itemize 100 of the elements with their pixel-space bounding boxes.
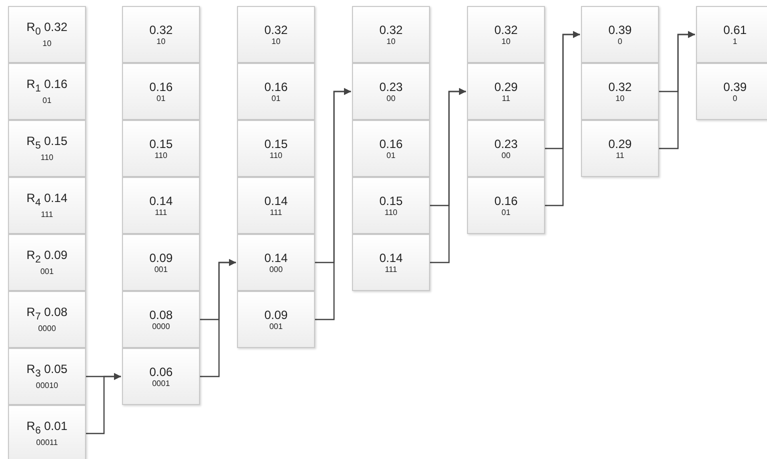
probability-cell [352, 63, 430, 120]
probability-cell [352, 120, 430, 177]
code-label: 110 [154, 150, 168, 160]
probability-cell [8, 63, 86, 120]
code-label: 0000 [152, 322, 170, 332]
code-label: 10 [272, 36, 280, 46]
probability-cell [122, 177, 200, 234]
probability-label: R$_{2}$ 0.09 [26, 248, 68, 268]
code-label: 110 [40, 153, 54, 164]
probability-label: 0.32 [379, 22, 403, 36]
probability-cell [122, 63, 200, 120]
code-label: 111 [40, 210, 54, 220]
code-label: 001 [40, 267, 54, 278]
probability-cell [122, 120, 200, 177]
probability-cell [696, 63, 767, 120]
code-label: 000 [269, 264, 283, 274]
probability-label: 0.61 [723, 22, 747, 36]
merge-arrow [200, 259, 236, 378]
code-label: 01 [386, 150, 396, 160]
code-label: 0001 [152, 378, 170, 388]
merge-arrow [430, 88, 466, 264]
probability-label: 0.15 [264, 136, 288, 150]
probability-cell [352, 6, 430, 63]
code-label: 1 [732, 36, 738, 46]
probability-label: 0.14 [264, 250, 288, 264]
probability-label: R$_{6}$ 0.01 [26, 418, 68, 438]
probability-label: 0.32 [264, 22, 288, 36]
probability-label: R$_{3}$ 0.05 [26, 362, 68, 382]
probability-cell [122, 234, 200, 291]
code-label: 001 [269, 322, 283, 332]
probability-label: 0.09 [264, 308, 288, 322]
code-label: 01 [42, 96, 52, 106]
probability-cell [352, 234, 430, 291]
probability-label: R$_{4}$ 0.14 [26, 190, 68, 210]
probability-cell [8, 405, 86, 459]
merge-arrow [315, 88, 351, 320]
probability-label: 0.29 [608, 136, 632, 150]
code-label: 001 [154, 264, 168, 274]
code-label: 00 [502, 150, 510, 160]
code-label: 00010 [36, 381, 58, 392]
probability-cell [122, 6, 200, 63]
probability-cell [122, 291, 200, 348]
probability-label: 0.39 [723, 80, 747, 94]
probability-cell [8, 6, 86, 63]
code-label: 01 [272, 94, 280, 104]
merge-arrow [86, 373, 121, 434]
probability-label: R$_{5}$ 0.15 [26, 134, 68, 154]
probability-cell [122, 348, 200, 405]
probability-label: 0.16 [379, 136, 403, 150]
probability-cell [467, 177, 545, 234]
code-label: 10 [616, 94, 624, 104]
merge-arrow [545, 31, 580, 206]
code-label: 0 [618, 36, 622, 46]
probability-label: 0.06 [149, 364, 173, 378]
probability-cell [581, 63, 659, 120]
probability-label: 0.32 [608, 80, 632, 94]
probability-cell [581, 6, 659, 63]
code-label: 11 [502, 94, 510, 104]
code-label: 110 [270, 150, 282, 160]
probability-cell [237, 120, 315, 177]
probability-cell [237, 63, 315, 120]
code-label: 111 [270, 208, 282, 218]
probability-cell [237, 291, 315, 348]
probability-cell [581, 120, 659, 177]
probability-label: 0.16 [149, 80, 173, 94]
probability-cell [696, 6, 767, 63]
probability-cell [8, 120, 86, 177]
probability-label: R$_{1}$ 0.16 [26, 76, 68, 96]
probability-label: 0.32 [494, 22, 518, 36]
probability-cell [8, 348, 86, 405]
probability-label: 0.16 [494, 194, 518, 208]
probability-cell [8, 177, 86, 234]
probability-cell [352, 177, 430, 234]
code-label: 111 [154, 208, 168, 218]
merge-arrow [659, 31, 695, 150]
probability-cell [467, 63, 545, 120]
probability-cell [8, 234, 86, 291]
probability-label: 0.29 [494, 80, 518, 94]
probability-label: 0.39 [608, 22, 632, 36]
probability-label: R$_{7}$ 0.08 [26, 304, 68, 324]
probability-cell [237, 177, 315, 234]
probability-label: 0.16 [264, 80, 288, 94]
probability-label: 0.23 [379, 80, 403, 94]
probability-label: 0.15 [149, 136, 173, 150]
probability-cell [8, 291, 86, 348]
code-label: 10 [42, 39, 52, 50]
code-label: 11 [616, 150, 624, 160]
code-label: 0000 [38, 324, 56, 334]
code-label: 00011 [36, 438, 58, 448]
probability-label: 0.08 [149, 308, 173, 322]
code-label: 10 [502, 36, 510, 46]
probability-cell [467, 6, 545, 63]
probability-label: 0.32 [149, 22, 173, 36]
probability-label: 0.14 [264, 194, 288, 208]
probability-label: R$_{0}$ 0.32 [26, 20, 68, 40]
code-label: 111 [384, 264, 398, 274]
probability-label: 0.14 [379, 250, 403, 264]
code-label: 0 [732, 94, 738, 104]
code-label: 110 [384, 208, 398, 218]
probability-label: 0.09 [149, 250, 173, 264]
